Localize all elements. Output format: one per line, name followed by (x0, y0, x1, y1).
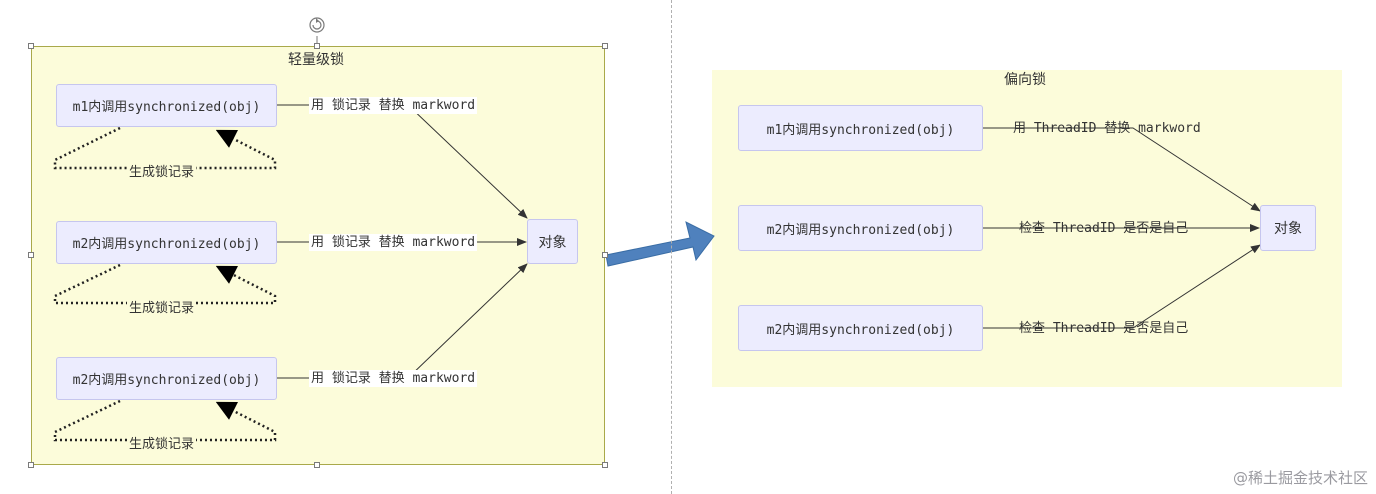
lightweight-lock-title: 轻量级锁 (288, 52, 344, 68)
loop-label-2: 生成锁记录 (127, 301, 197, 317)
rotate-handle-icon (309, 17, 325, 33)
right-edge-1 (983, 127, 1261, 212)
self-loop-2 (53, 263, 277, 305)
loop-label-1: 生成锁记录 (127, 165, 197, 181)
watermark-text: @稀土掘金技术社区 (1232, 469, 1368, 487)
transition-arrow-icon (605, 221, 715, 267)
left-edge-1 (277, 104, 528, 219)
resize-handle-w[interactable] (28, 252, 34, 258)
resize-handle-n[interactable] (314, 43, 320, 49)
left-edge-label-3: 用 锁记录 替换 markword (309, 370, 478, 387)
left-node-m2-a[interactable]: m2内调用synchronized(obj) (56, 221, 277, 264)
left-edge-3 (277, 263, 528, 379)
vertical-dashed-divider (671, 0, 672, 494)
right-node-m2-b[interactable]: m2内调用synchronized(obj) (738, 305, 983, 351)
resize-handle-s[interactable] (314, 462, 320, 468)
left-edge-label-2: 用 锁记录 替换 markword (309, 234, 478, 251)
right-edge-3 (983, 244, 1261, 329)
resize-handle-ne[interactable] (602, 43, 608, 49)
self-loop-3 (53, 399, 277, 442)
right-target-object[interactable]: 对象 (1260, 205, 1316, 251)
biased-lock-title: 偏向锁 (1004, 72, 1046, 88)
resize-handle-sw[interactable] (28, 462, 34, 468)
right-node-m1[interactable]: m1内调用synchronized(obj) (738, 105, 983, 151)
right-node-m2-a[interactable]: m2内调用synchronized(obj) (738, 205, 983, 251)
left-node-m2-b[interactable]: m2内调用synchronized(obj) (56, 357, 277, 400)
left-target-object[interactable]: 对象 (527, 219, 578, 264)
resize-handle-se[interactable] (602, 462, 608, 468)
self-loop-1 (53, 126, 277, 170)
left-node-m1[interactable]: m1内调用synchronized(obj) (56, 84, 277, 127)
resize-handle-nw[interactable] (28, 43, 34, 49)
resize-handle-e[interactable] (602, 252, 608, 258)
loop-label-3: 生成锁记录 (127, 437, 197, 453)
left-edge-label-1: 用 锁记录 替换 markword (309, 97, 478, 114)
